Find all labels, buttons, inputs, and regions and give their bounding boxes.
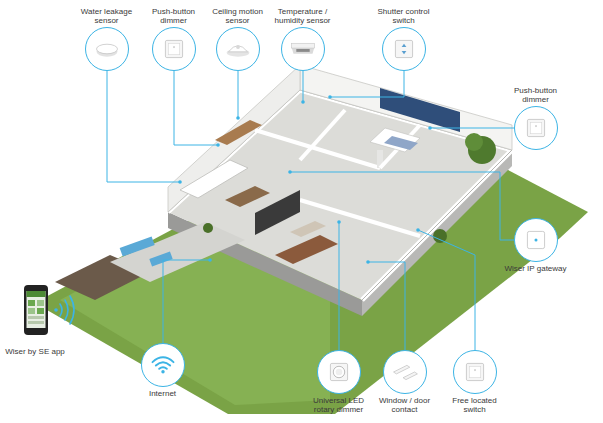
device-icon — [86, 28, 128, 70]
device-label: Window / door contact — [379, 396, 431, 414]
device-label: Push-button dimmer — [151, 7, 197, 25]
leader-lines — [107, 71, 514, 350]
rug — [290, 221, 326, 237]
kitchen-counter — [180, 160, 248, 198]
device-icon — [384, 351, 426, 393]
inner-wall — [300, 200, 420, 236]
device-icon — [515, 219, 557, 261]
leader-line — [107, 71, 180, 182]
dining-table — [225, 186, 270, 207]
device-label: Ceiling motion sensor — [211, 7, 265, 25]
device-callout-circle: Internet — [141, 343, 185, 387]
tree — [465, 133, 483, 151]
device-label: Internet — [138, 389, 188, 398]
app-bar — [27, 291, 46, 297]
leader-line — [163, 260, 210, 343]
device-icon — [142, 344, 184, 386]
device-label: Wiser IP gateway — [500, 264, 572, 273]
terrace — [110, 222, 245, 282]
bed-cover — [384, 136, 418, 150]
leader-line — [174, 71, 218, 145]
device-callout-circle: Water leakage sensor — [85, 27, 129, 71]
inner-wall — [255, 130, 380, 168]
inner-wall — [300, 110, 345, 160]
phone-screen — [27, 291, 46, 328]
cabinet — [215, 120, 262, 145]
leader-line — [238, 71, 239, 118]
device-callout-circle: Universal LED rotary dimmer — [317, 350, 361, 394]
device-label: Temperature / humidity sensor — [265, 7, 341, 25]
device-callout-circle: Wiser IP gateway — [514, 218, 558, 262]
device-label: Universal LED rotary dimmer — [310, 396, 368, 414]
device-callout-circle: Window / door contact — [383, 350, 427, 394]
device-icon — [515, 107, 557, 149]
device-icon — [282, 28, 324, 70]
device-icon — [217, 28, 259, 70]
leader-line — [339, 222, 340, 350]
device-label: Shutter control switch — [375, 7, 433, 25]
wireless-dot — [54, 308, 58, 312]
app-label: Wiser by SE app — [2, 347, 68, 356]
leader-line — [303, 71, 304, 102]
device-icon — [383, 28, 425, 70]
device-icon — [153, 28, 195, 70]
leader-line — [430, 128, 514, 129]
sofa — [120, 236, 155, 256]
wireless-waves — [60, 296, 74, 324]
phone — [24, 285, 48, 335]
sofa — [149, 251, 172, 266]
device-callout-circle: Temperature / humidity sensor — [281, 27, 325, 71]
device-icon — [318, 351, 360, 393]
device-label: Push-button dimmer — [513, 86, 559, 104]
device-icon — [454, 351, 496, 393]
leader-line — [330, 71, 404, 97]
leader-line — [368, 262, 405, 350]
device-callout-circle: Ceiling motion sensor — [216, 27, 260, 71]
device-callout-circle: Push-button dimmer — [514, 106, 558, 150]
device-label: Free located switch — [447, 396, 503, 414]
tv-wall — [255, 190, 300, 235]
leader-line — [290, 172, 514, 240]
bush — [203, 223, 213, 233]
leader-dots — [178, 95, 432, 264]
device-callout-circle: Shutter control switch — [382, 27, 426, 71]
bedroom-wall — [380, 88, 460, 132]
sofa — [275, 235, 338, 264]
device-callout-circle: Push-button dimmer — [152, 27, 196, 71]
device-label: Water leakage sensor — [78, 7, 136, 25]
bush — [433, 229, 447, 243]
bed — [370, 128, 420, 152]
leader-line — [418, 230, 475, 350]
device-callout-circle: Free located switch — [453, 350, 497, 394]
